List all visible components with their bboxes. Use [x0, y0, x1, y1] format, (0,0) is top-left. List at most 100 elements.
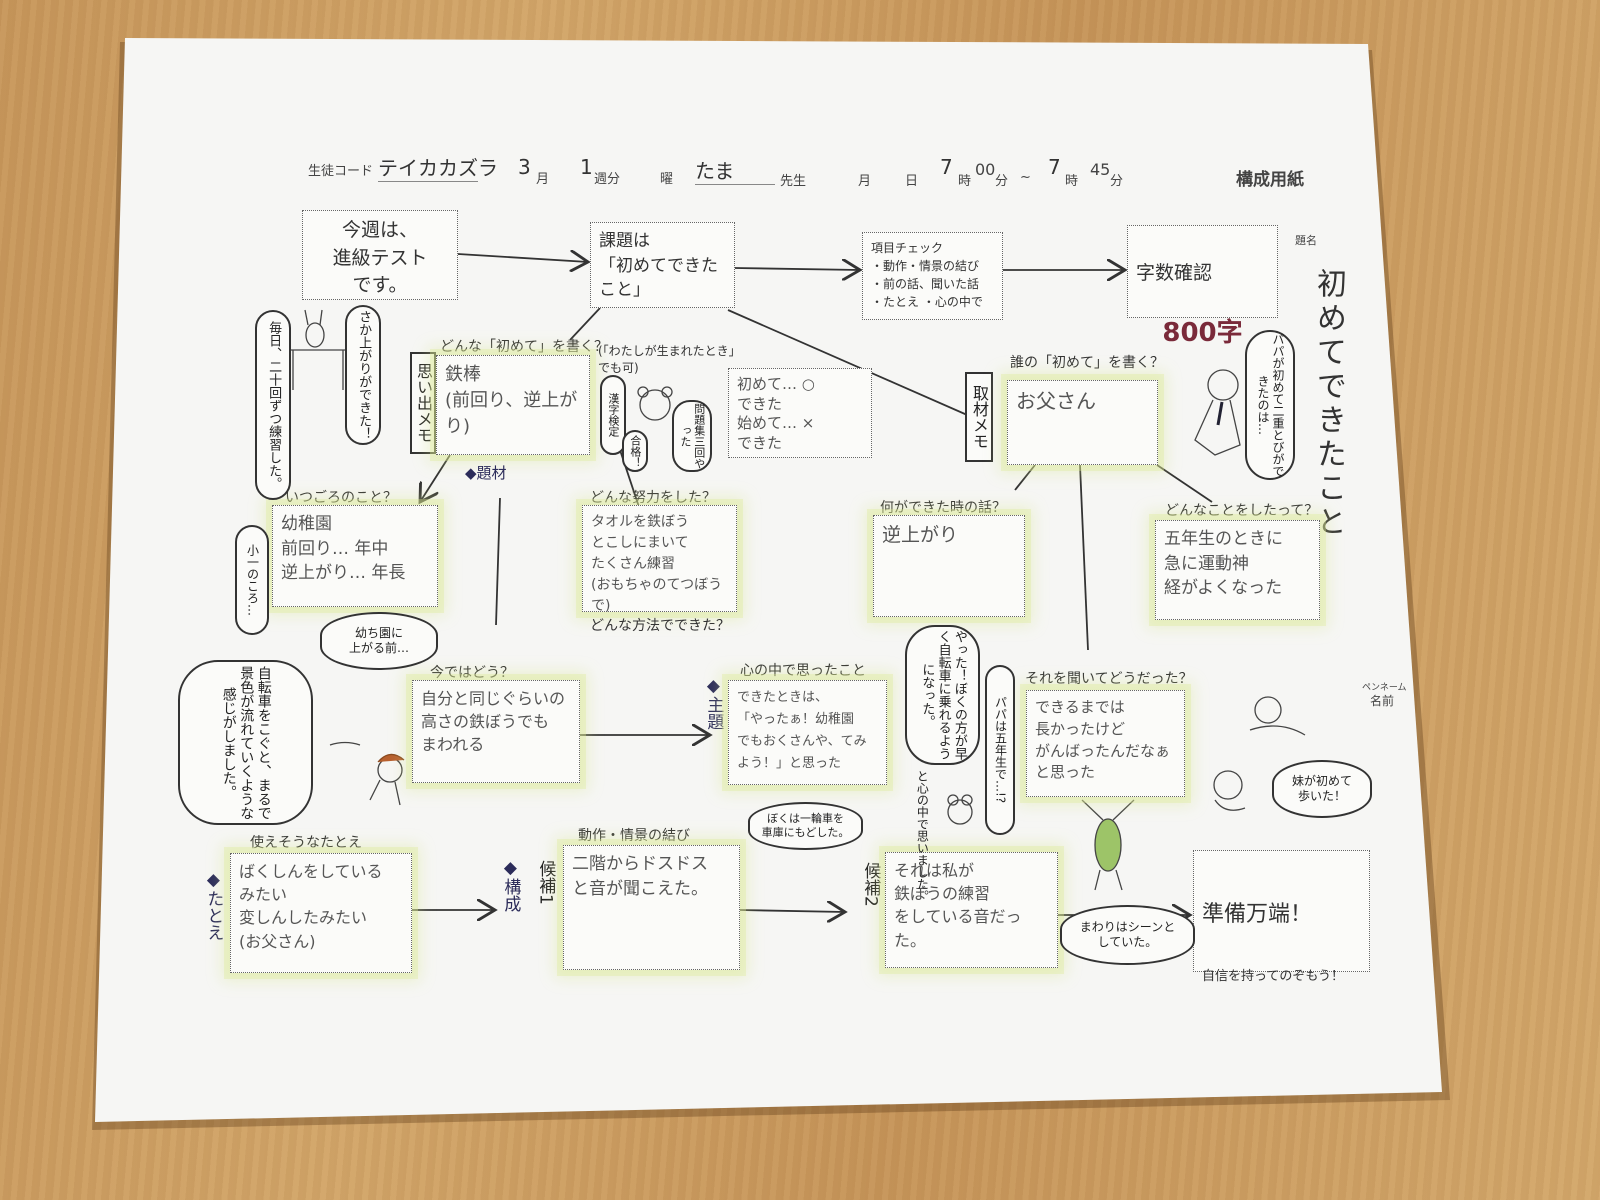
- word-count-label: 字数確認: [1136, 261, 1213, 284]
- end-hour: 7: [1048, 155, 1061, 179]
- name-label: 名前: [1370, 694, 1395, 708]
- cand2-label: 候補2: [860, 862, 881, 907]
- simile-question: 使えそうなたとえ: [250, 835, 362, 851]
- kanji-test-bubble: 漢字検定: [600, 375, 626, 455]
- cand1-question: 動作・情景の結び: [578, 828, 690, 844]
- frog-drawing: [947, 794, 973, 825]
- this-week-box: 今週は、 進級テスト です。: [302, 210, 458, 300]
- line: [1079, 464, 1089, 651]
- bear-drawing: [637, 386, 673, 421]
- unicycle-bubble: ぼくは一輪車を 車庫にもどした。: [748, 802, 863, 850]
- pen-name-label: ペンネーム: [1362, 683, 1407, 693]
- interview-memo-tag: 取材メモ: [965, 372, 993, 462]
- simile-box: ばくしんをしている みたい 変しんしたみたい (お父さん): [230, 853, 412, 973]
- month-unit: 月: [536, 172, 550, 187]
- dog-drawings: [1213, 696, 1306, 811]
- month-value: 3: [518, 155, 531, 179]
- minute-unit: 分: [995, 174, 1009, 189]
- start-minute: 00: [975, 160, 996, 179]
- heard-box: できるまでは 長かったけど がんばったんだなぁ と思った: [1026, 690, 1185, 797]
- father-what-box: 五年生のときに 急に運動神 経がよくなった: [1155, 520, 1320, 620]
- passed-bubble: 合格！: [622, 430, 648, 472]
- end-minute: 45: [1090, 160, 1111, 179]
- theme-label: ◆主題: [703, 676, 724, 730]
- papa-jumprope-bubble: パパが初めて二重とびができたのは…: [1245, 330, 1295, 480]
- daily-practice-bubble: 毎日、二十回ずつ練習した。: [255, 310, 291, 500]
- yatta-bubble: やった！ぼくの方が早く自転車に乗れるようになった。: [905, 625, 980, 765]
- memory-memo-tag: 思い出メモ: [410, 352, 436, 454]
- bike-simile-bubble: 自転車をこぐと、まるで景色が流れていくような感じがしました。: [178, 660, 313, 825]
- student-code-label: 生徒コード: [308, 164, 374, 179]
- heard-question: それを聞いてどうだった？: [1025, 671, 1193, 687]
- structure-label: ◆構成: [500, 858, 521, 912]
- line: [1014, 464, 1036, 491]
- topic-box: 鉄棒 (前回り、逆上がり): [436, 355, 590, 455]
- grade1-bubble: 小一のころ…: [235, 525, 269, 635]
- cand1-box: 二階からドスドス と音が聞こえた。: [563, 845, 740, 970]
- week-value: 1: [580, 155, 593, 179]
- topic-section-label: ◆題材: [465, 464, 507, 482]
- when-question: いつごろのこと？: [285, 490, 397, 506]
- sakagari-bubble: さか上がりができた！: [345, 305, 381, 445]
- line: [495, 497, 501, 626]
- teacher-unit: 先生: [780, 174, 807, 189]
- effort-question: どんな努力をした？: [590, 490, 716, 506]
- line: [727, 309, 991, 426]
- birth-note: (「わたしが生まれたとき」でも可): [598, 344, 741, 375]
- start-hour: 7: [940, 155, 953, 179]
- now-question: 今ではどう？: [430, 665, 514, 681]
- arrow: [457, 254, 588, 262]
- cyclist-drawing: [329, 741, 405, 806]
- teacher-value: たま: [695, 155, 775, 185]
- word-count-value: 800字: [1162, 317, 1243, 348]
- week-unit: 週分: [594, 172, 621, 187]
- father-when-question: 何ができた時の話？: [880, 500, 1006, 516]
- sheet-title: 構成用紙: [1236, 170, 1304, 190]
- workbook-bubble: 問題集三回やった: [672, 400, 712, 472]
- essay-title: 初めてできたこと: [1311, 268, 1346, 540]
- line: [569, 307, 601, 341]
- tilde: ~: [1020, 170, 1031, 185]
- arrow: [739, 910, 845, 912]
- rabbit-drawing: [290, 309, 345, 390]
- bug-drawing: [1081, 799, 1135, 891]
- topic-question: どんな「初めて」を書く？: [440, 339, 608, 355]
- now-box: 自分と同じぐらいの 高さの鉄ぼうでも まわれる: [412, 680, 580, 783]
- checklist-box: 項目チェック ・動作・情景の結び ・前の話、聞いた話 ・たとえ ・心の中で: [862, 232, 1003, 320]
- minute-unit: 分: [1110, 174, 1124, 189]
- arrow: [420, 454, 451, 502]
- interview-question: 誰の「初めて」を書く？: [1010, 355, 1164, 371]
- ready-title: 準備万端！: [1202, 901, 1313, 927]
- hajimete-rule-box: 初めて… ○ できた 始めて… × できた: [728, 368, 872, 458]
- arrow: [734, 268, 860, 270]
- thought-caption: と心の中で思いました。: [915, 770, 930, 902]
- simile-side-label: ◆たとえ: [203, 870, 224, 941]
- hour-unit: 時: [958, 174, 972, 189]
- ready-box: 準備万端！ 自信を持ってのぞもう！: [1193, 850, 1370, 984]
- father-when-box: 逆上がり: [873, 515, 1025, 617]
- student-code-value: テイカカズラ: [378, 152, 498, 182]
- before-kinder-bubble: 幼ち園に 上がる前…: [320, 612, 438, 670]
- line: [1156, 464, 1213, 503]
- date-day-unit: 日: [905, 174, 919, 189]
- heart-question: 心の中で思ったこと: [740, 663, 866, 679]
- quiet-bubble: まわりはシーンと していた。: [1060, 905, 1195, 965]
- when-box: 幼稚園 前回り… 年中 逆上がり… 年長: [272, 505, 438, 607]
- method-question: どんな方法でできた？: [590, 618, 730, 634]
- interview-box: お父さん: [1007, 380, 1158, 465]
- heart-box: できたときは、 「やったぁ！幼稚園 でもおくさんや、てみ よう！」と思った: [728, 680, 887, 785]
- ready-subtitle: 自信を持ってのぞもう！: [1202, 968, 1344, 984]
- cand1-label: 候補1: [535, 860, 556, 905]
- effort-box: タオルを鉄ぼう とこしにまいて たくさん練習 (おもちゃのてつぼうで): [582, 505, 737, 614]
- papa-grade5-bubble: パパは五年生で…!?: [985, 665, 1015, 835]
- sister-walked-bubble: 妹が初めて 歩いた！: [1272, 760, 1372, 818]
- father-bear-drawing: [1194, 369, 1241, 456]
- title-label: 題名: [1295, 234, 1317, 247]
- assignment-box: 課題は 「初めてできた こと」: [590, 222, 735, 308]
- date-month-unit: 月: [858, 174, 872, 189]
- word-count-box: 字数確認 800字: [1127, 225, 1278, 348]
- day-unit: 曜: [660, 172, 674, 187]
- hour-unit: 時: [1065, 174, 1079, 189]
- cand2-box: それは私が 鉄ぼうの練習 をしている音だった。: [885, 852, 1058, 968]
